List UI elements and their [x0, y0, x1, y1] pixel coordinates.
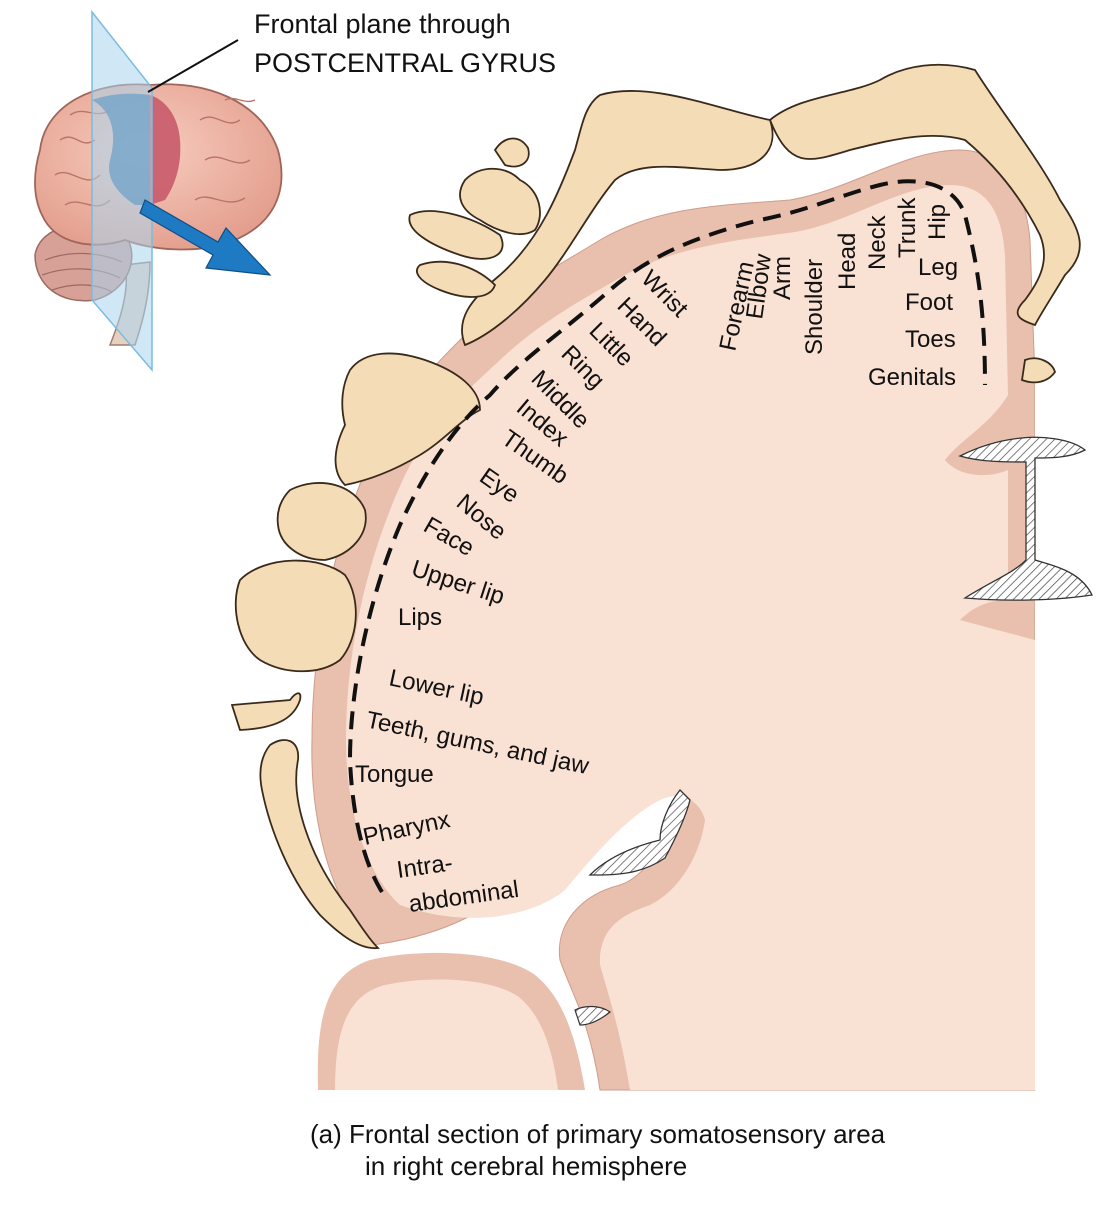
brain-inset: Frontal plane through POSTCENTRAL GYRUS	[34, 9, 556, 373]
caption-line1: (a) Frontal section of primary somatosen…	[310, 1119, 886, 1149]
homunculus-jaw	[230, 692, 302, 731]
temporal-white-matter	[335, 979, 558, 1090]
homunculus-lips	[234, 559, 357, 673]
label-lips: Lips	[398, 604, 442, 631]
plane-label-line1: Frontal plane through	[254, 9, 511, 39]
homunculus	[230, 63, 1081, 949]
plane-leader-line	[147, 39, 239, 93]
cerebrum	[34, 83, 283, 251]
homunculus-hand	[408, 137, 541, 298]
label-foot: Foot	[905, 289, 953, 316]
lateral-sulcus	[574, 1005, 612, 1026]
label-hip: Hip	[924, 204, 951, 240]
homunculus-arm	[461, 90, 774, 347]
label-head: Head	[834, 233, 861, 290]
plane-label-line2: POSTCENTRAL GYRUS	[254, 48, 556, 78]
homunculus-leg	[768, 63, 1081, 327]
label-genitals: Genitals	[868, 364, 956, 391]
frontal-plane	[91, 9, 153, 373]
homunculus-tongue	[259, 739, 380, 949]
longitudinal-fissure	[1035, 380, 1108, 1090]
cortex-boundary	[347, 179, 987, 894]
homunculus-nose	[276, 482, 367, 561]
label-leg: Leg	[918, 254, 958, 281]
caption: (a) Frontal section of primary somatosen…	[310, 1119, 886, 1181]
caption-line2: in right cerebral hemisphere	[365, 1151, 687, 1181]
homunculus-toes	[1021, 357, 1056, 384]
label-neck: Neck	[864, 214, 891, 270]
homunculus-head	[334, 352, 481, 486]
label-arm: Arm	[769, 256, 796, 300]
label-shoulder: Shoulder	[801, 259, 828, 355]
label-toes: Toes	[905, 326, 956, 353]
white-matter	[345, 185, 1036, 1090]
label-tongue: Tongue	[355, 761, 434, 788]
label-trunk: Trunk	[894, 197, 921, 258]
sulcus-upper	[958, 436, 1093, 601]
view-arrow-icon	[139, 199, 272, 276]
brain-section	[311, 149, 1108, 1091]
sulcus-lower	[588, 789, 691, 876]
